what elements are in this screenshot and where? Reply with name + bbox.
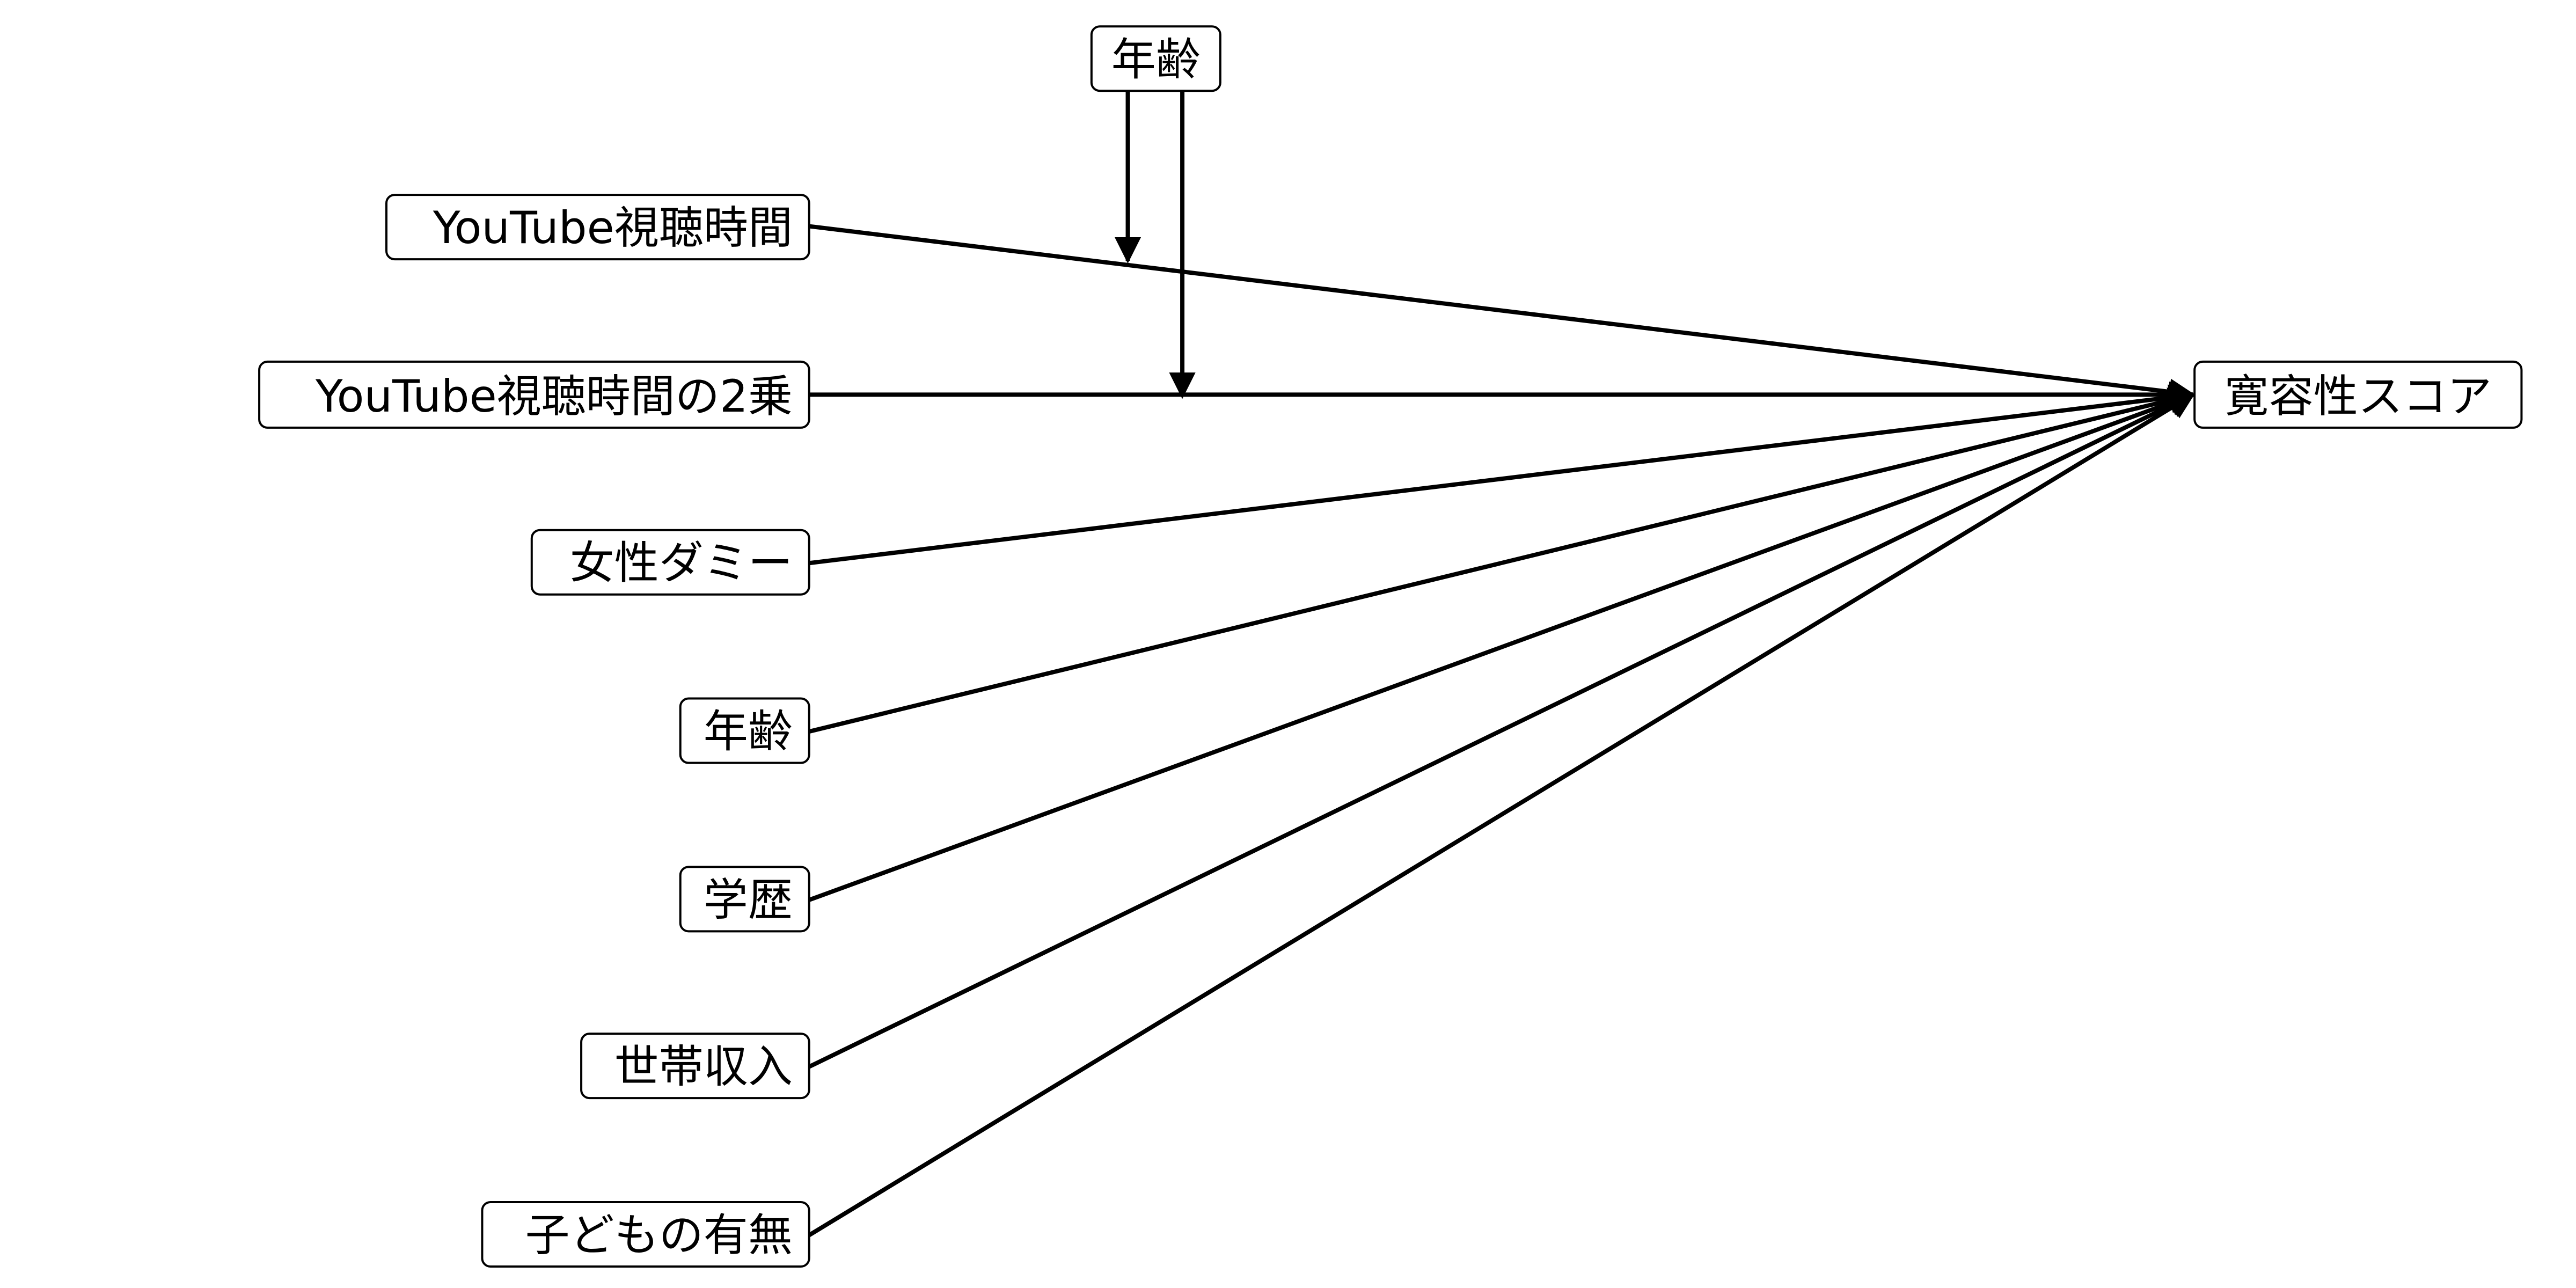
node-moderator-age: 年齢 — [1090, 25, 1221, 92]
edges — [808, 91, 2196, 1237]
edge-education — [808, 390, 2196, 902]
node-education: 学歴 — [679, 866, 810, 933]
node-label: 子どもの有無 — [525, 1209, 793, 1261]
node-label: 寛容性スコア — [2224, 370, 2492, 422]
edge-age — [808, 387, 2196, 734]
node-label: 世帯収入 — [614, 1041, 793, 1093]
edge-children — [808, 392, 2196, 1237]
node-label: YouTube視聴時間の2乗 — [315, 370, 793, 422]
node-household-income: 世帯収入 — [580, 1033, 810, 1100]
node-female-dummy: 女性ダミー — [530, 529, 810, 596]
node-age: 年齢 — [679, 697, 810, 764]
node-label: 学歴 — [704, 874, 793, 926]
node-label: 年齢 — [704, 706, 793, 758]
node-youtube-time-squared: YouTube視聴時間の2乗 — [258, 360, 810, 429]
edge-household-income — [808, 392, 2196, 1069]
node-outcome-tolerance-score: 寛容性スコア — [2193, 360, 2523, 429]
edge-youtube-time — [809, 224, 2196, 405]
node-label: YouTube視聴時間 — [433, 202, 793, 254]
node-label: 女性ダミー — [570, 537, 793, 589]
node-youtube-time: YouTube視聴時間 — [385, 194, 810, 261]
node-label: 年齢 — [1111, 33, 1201, 85]
edge-female-dummy — [809, 384, 2196, 566]
node-children: 子どもの有無 — [481, 1201, 810, 1268]
